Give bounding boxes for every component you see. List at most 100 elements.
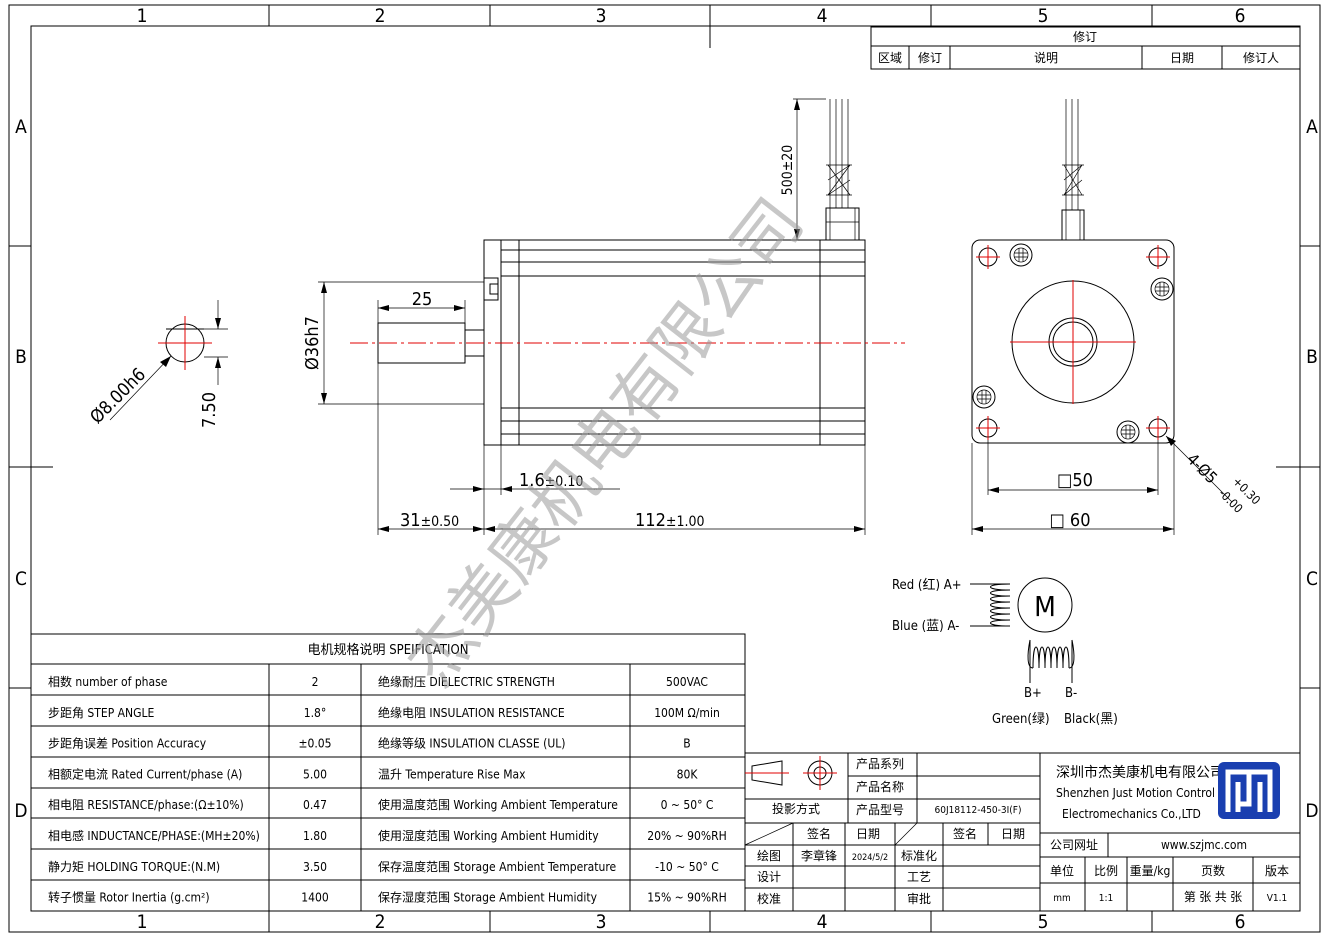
- spec-value-right-cell: B: [683, 737, 690, 751]
- wire-blue-label: Blue (蓝) A-: [892, 619, 959, 634]
- spec-name-right-cell: 绝缘电阻 INSULATION RESISTANCE: [378, 705, 565, 720]
- spec-value-right-cell: 0 ~ 50° C: [661, 798, 714, 812]
- dim-flange-step: 1.6±0.10: [519, 470, 583, 491]
- zone-col-2-top: 2: [375, 5, 386, 27]
- spec-name-right-cell: 绝缘耐压 DIELECTRIC STRENGTH: [378, 674, 555, 689]
- spec-title: 电机规格说明 SPEIFICATION: [308, 642, 469, 658]
- dim-flange-step-tolerance: ±0.10: [545, 474, 584, 490]
- spec-name-cell: 相数 number of phase: [48, 674, 168, 689]
- wire-green-label: Green(绿): [992, 712, 1050, 727]
- tb-sign-header-2: 签名: [953, 826, 977, 841]
- zone-row-b-right: B: [1306, 346, 1318, 368]
- revision-col-zone: 区域: [878, 51, 902, 65]
- spec-name-cell: 转子惯量 Rotor Inertia (g.cm²): [48, 890, 210, 905]
- wire-bminus-label: B-: [1065, 686, 1077, 701]
- outer-border: [8, 4, 1321, 933]
- tb-site-label: 公司网址: [1050, 838, 1098, 852]
- zone-row-d-left: D: [14, 800, 27, 822]
- tb-scale-value: 1:1: [1099, 893, 1113, 904]
- spec-name-right-cell: 保存温度范围 Storage Ambient Temperature: [378, 859, 617, 874]
- spec-name-right-cell: 绝缘等级 INSULATION CLASSE (UL): [378, 736, 565, 751]
- zone-col-6-top: 6: [1235, 5, 1246, 27]
- tb-sign-header: 签名: [807, 826, 831, 841]
- spec-name-cell: 静力矩 HOLDING TORQUE:(N.M): [48, 860, 220, 874]
- title-block: 投影方式 产品系列 产品名称 产品型号 60J18112-450-3I(F) 签…: [744, 752, 1301, 912]
- company-name-en-2: Electromechanics Co.,LTD: [1062, 807, 1201, 821]
- zone-col-4-bottom: 4: [817, 911, 828, 933]
- zone-row-b-left: B: [15, 346, 27, 368]
- spec-value-right-cell: 80K: [677, 767, 699, 781]
- tb-product-name: 产品名称: [856, 779, 904, 794]
- dim-front-length-tolerance: ±0.50: [421, 514, 460, 530]
- tb-draw-label: 绘图: [757, 848, 781, 863]
- tb-model-label: 产品型号: [856, 803, 904, 817]
- tb-unit-value: mm: [1053, 893, 1071, 904]
- revision-col-author: 修订人: [1243, 50, 1279, 65]
- zone-row-c-right: C: [1306, 568, 1318, 590]
- zone-ticks: [9, 5, 1320, 932]
- tb-approve-label: 审批: [907, 891, 931, 906]
- wire-black-label: Black(黑): [1064, 712, 1118, 727]
- dim-cable-length: 500±20: [780, 145, 796, 196]
- spec-value-right-cell: -10 ~ 50° C: [655, 860, 719, 874]
- tb-unit-label: 单位: [1050, 863, 1074, 878]
- spec-value-cell: 5.00: [303, 767, 327, 781]
- revision-col-rev: 修订: [918, 50, 942, 65]
- tb-design-label: 设计: [757, 870, 781, 884]
- zone-col-3-bottom: 3: [596, 911, 607, 933]
- shaft-section-view: 7.50 Ø8.00h6: [86, 300, 228, 428]
- zone-col-2-bottom: 2: [375, 911, 386, 933]
- spec-value-cell: 1400: [301, 891, 329, 905]
- dim-front-length: 31±0.50: [400, 510, 459, 531]
- wiring-diagram: Red (红) A+ Blue (蓝) A- M B+ B- Green(绿) …: [892, 577, 1118, 727]
- zone-col-5-top: 5: [1038, 5, 1049, 27]
- tb-pages-label: 页数: [1201, 863, 1225, 878]
- spec-value-right-cell: 500VAC: [666, 675, 708, 689]
- tb-projection: 投影方式: [772, 801, 820, 816]
- zone-row-c-left: C: [15, 568, 27, 590]
- zone-row-d-right: D: [1305, 800, 1318, 822]
- dim-body-length-tolerance: ±1.00: [666, 514, 705, 530]
- dim-shaft-length: 25: [412, 289, 433, 310]
- company-name-cn: 深圳市杰美康机电有限公司: [1056, 764, 1224, 781]
- wire-red-label: Red (红) A+: [892, 577, 962, 593]
- spec-table: 电机规格说明 SPEIFICATION 相数 number of phase 2 绝…: [30, 633, 746, 912]
- zone-col-3-top: 3: [596, 5, 607, 27]
- tb-draw-date: 2024/5/2: [852, 853, 888, 863]
- spec-name-right-cell: 使用湿度范围 Working Ambient Humidity: [378, 828, 599, 843]
- motor-front-view: □50 □ 60 4-Ø5 +0.30 -0.00: [971, 99, 1263, 535]
- spec-value-cell: 1.80: [303, 829, 327, 843]
- revision-title: 修订: [1073, 29, 1097, 44]
- dim-flange-step-nominal: 1.6: [519, 470, 545, 491]
- tb-series: 产品系列: [856, 757, 904, 771]
- tb-date-header: 日期: [856, 827, 880, 841]
- tb-weight-label: 重量/kg: [1130, 864, 1171, 878]
- motor-side-view: 500±20 Ø36h7 25 1.6±0.10 31±0.50 11: [302, 98, 905, 535]
- shaft: [377, 322, 466, 364]
- motor-symbol: [1017, 577, 1073, 633]
- dim-mounting-holes: 4-Ø5: [1183, 449, 1221, 487]
- screw-heads: [972, 243, 1174, 444]
- tb-model: 60J18112-450-3I(F): [935, 805, 1022, 816]
- coil-b: [1032, 646, 1070, 669]
- mounting-holes: [976, 245, 1170, 440]
- spec-value-cell: 3.50: [303, 860, 327, 874]
- spec-value-cell: 1.8°: [304, 706, 327, 720]
- revision-col-desc: 说明: [1034, 50, 1058, 65]
- tb-process-label: 工艺: [907, 870, 931, 884]
- spec-name-cell: 相额定电流 Rated Current/phase (A): [48, 766, 242, 781]
- spec-name-right-cell: 保存湿度范围 Storage Ambient Humidity: [378, 890, 598, 905]
- zone-col-4-top: 4: [817, 5, 828, 27]
- tb-site: www.szjmc.com: [1161, 838, 1247, 852]
- company-logo: [1218, 762, 1280, 819]
- revision-table: 修订 区域 修订 说明 日期 修订人: [870, 26, 1301, 70]
- dim-hole-pitch: □50: [1057, 470, 1093, 491]
- spec-value-right-cell: 15% ~ 90%RH: [647, 891, 727, 905]
- company-name-en-1: Shenzhen Just Motion Control: [1056, 786, 1215, 800]
- spec-value-cell: 2: [312, 675, 319, 689]
- coil-a: [990, 583, 1011, 627]
- zone-row-a-left: A: [15, 116, 27, 138]
- spec-value-cell: 0.47: [303, 798, 327, 812]
